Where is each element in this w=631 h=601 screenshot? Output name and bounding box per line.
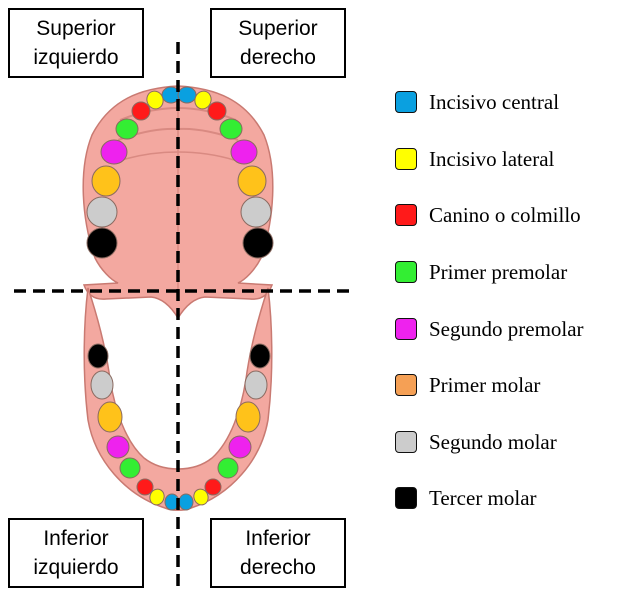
quadrant-label-upper-right: Superior derecho (210, 8, 346, 78)
upper-left-first-molar (91, 165, 121, 197)
legend-item-lateral-incisor: Incisivo lateral (395, 143, 630, 175)
legend-label-central-incisor: Incisivo central (429, 89, 560, 114)
lower-right-canine (204, 478, 222, 496)
quadrant-upper-right-line2: derecho (240, 46, 316, 69)
lower-right-first-premolar (217, 457, 239, 479)
legend-item-first-molar: Primer molar (395, 369, 630, 401)
lower-left-third-molar (87, 343, 109, 369)
legend-label-first-premolar: Primer premolar (429, 259, 568, 284)
teeth-group (86, 86, 274, 511)
upper-right-canine (207, 101, 227, 121)
quadrant-label-upper-left: Superior izquierdo (8, 8, 144, 78)
legend-label-lateral-incisor: Incisivo lateral (429, 146, 555, 171)
swatch-third-molar (395, 487, 417, 509)
legend-item-second-molar: Segundo molar (395, 426, 630, 458)
lower-right-first-molar (235, 401, 261, 433)
upper-left-lateral-incisor (146, 90, 164, 110)
swatch-lateral-incisor (395, 148, 417, 170)
quadrant-upper-left-line2: izquierdo (33, 46, 119, 69)
swatch-canine (395, 204, 417, 226)
legend-item-third-molar: Tercer molar (395, 482, 630, 514)
upper-right-second-premolar (230, 139, 258, 165)
lower-right-second-premolar (228, 435, 252, 459)
lower-left-second-molar (90, 370, 114, 400)
quadrant-upper-left-line1: Superior (36, 17, 116, 40)
lower-right-central-incisor (178, 493, 194, 511)
upper-right-first-molar (237, 165, 267, 197)
legend-item-second-premolar: Segundo premolar (395, 313, 630, 345)
quadrant-label-lower-left: Inferior izquierdo (8, 518, 144, 588)
lower-left-first-molar (97, 401, 123, 433)
legend-item-canine: Canino o colmillo (395, 199, 630, 231)
upper-right-central-incisor (177, 86, 197, 104)
quadrant-lower-left-line2: izquierdo (33, 556, 119, 579)
quadrant-lower-right-line2: derecho (240, 556, 316, 579)
upper-left-second-molar (86, 196, 118, 228)
lower-gum (83, 287, 273, 511)
swatch-second-molar (395, 431, 417, 453)
upper-left-third-molar (86, 227, 118, 259)
lower-right-second-molar (244, 370, 268, 400)
legend-item-central-incisor: Incisivo central (395, 86, 630, 118)
lower-right-third-molar (249, 343, 271, 369)
upper-right-third-molar (242, 227, 274, 259)
lower-left-canine (136, 478, 154, 496)
upper-right-lateral-incisor (194, 90, 212, 110)
upper-right-first-premolar (219, 118, 243, 140)
upper-right-second-molar (240, 196, 272, 228)
upper-left-canine (131, 101, 151, 121)
upper-left-second-premolar (100, 139, 128, 165)
legend-label-canine: Canino o colmillo (429, 202, 581, 227)
quadrant-lower-left-line1: Inferior (43, 527, 109, 550)
upper-left-first-premolar (115, 118, 139, 140)
legend-label-second-premolar: Segundo premolar (429, 316, 584, 341)
swatch-first-premolar (395, 261, 417, 283)
lower-arch (83, 287, 273, 511)
swatch-second-premolar (395, 318, 417, 340)
swatch-first-molar (395, 374, 417, 396)
legend-label-third-molar: Tercer molar (429, 485, 537, 510)
legend-label-first-molar: Primer molar (429, 372, 541, 397)
quadrant-lower-right-line1: Inferior (245, 527, 311, 550)
legend-label-second-molar: Segundo molar (429, 429, 557, 454)
legend-item-first-premolar: Primer premolar (395, 256, 630, 288)
lower-left-first-premolar (119, 457, 141, 479)
lower-left-lateral-incisor (149, 488, 165, 506)
swatch-central-incisor (395, 91, 417, 113)
lower-left-second-premolar (106, 435, 130, 459)
quadrant-label-lower-right: Inferior derecho (210, 518, 346, 588)
quadrant-upper-right-line1: Superior (238, 17, 318, 40)
lower-right-lateral-incisor (193, 488, 209, 506)
